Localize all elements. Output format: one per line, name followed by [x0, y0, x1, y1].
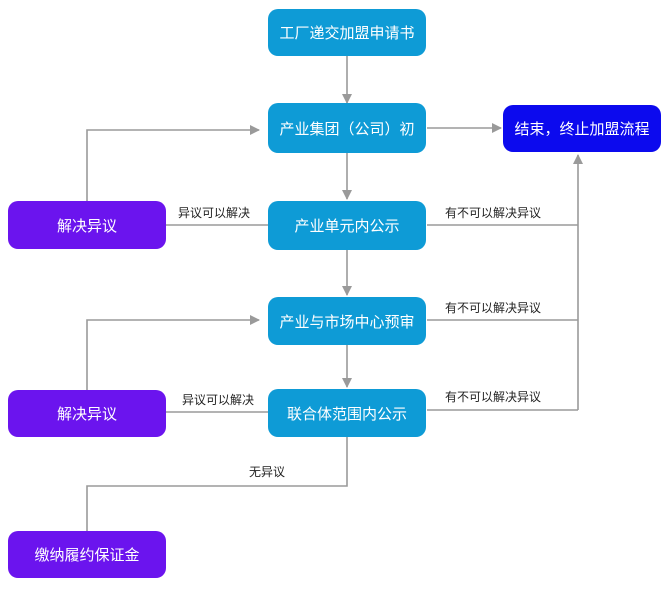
node-pay-deposit[interactable]: 缴纳履约保证金 [8, 531, 166, 578]
label-objection-resolvable-2: 异议可以解决 [182, 393, 255, 407]
node-resolve-objection-2[interactable]: 解决异议 [8, 390, 166, 437]
node-prereview[interactable]: 产业与市场中心预审 [268, 297, 426, 345]
label-no-objection: 无异议 [249, 465, 286, 479]
node-alliance-notice[interactable]: 联合体范围内公示 [268, 389, 426, 437]
arrow-resolve-to-prereview [86, 315, 260, 390]
node-initial-review[interactable]: 产业集团（公司）初 [268, 103, 426, 153]
label-unresolvable-1: 有不可以解决异议 [445, 206, 542, 220]
line-alliance-notice-to-deposit [86, 437, 348, 531]
node-resolve-objection-1[interactable]: 解决异议 [8, 201, 166, 249]
arrow-resolve-to-initial [86, 125, 260, 201]
label-objection-resolvable-1: 异议可以解决 [178, 206, 251, 220]
node-factory-application[interactable]: 工厂递交加盟申请书 [268, 9, 426, 56]
label-unresolvable-3: 有不可以解决异议 [445, 390, 542, 404]
node-unit-notice[interactable]: 产业单元内公示 [268, 201, 426, 250]
node-end-terminate[interactable]: 结束，终止加盟流程 [503, 105, 661, 152]
label-unresolvable-2: 有不可以解决异议 [445, 301, 542, 315]
